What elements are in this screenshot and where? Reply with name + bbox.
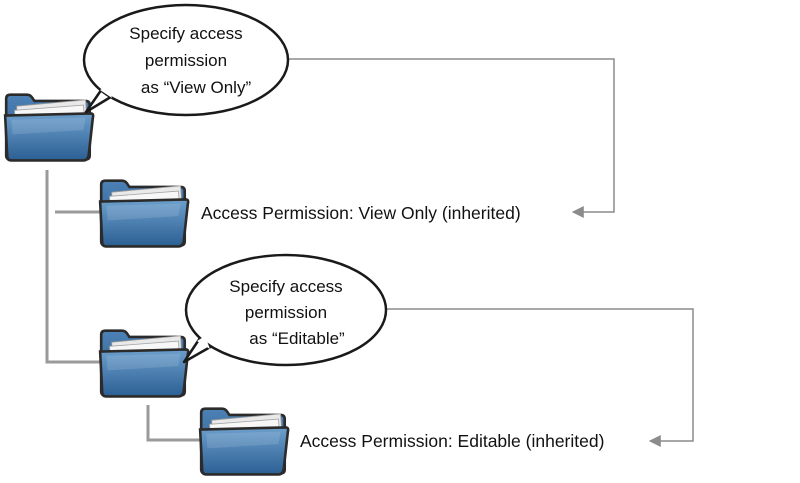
child-folder-view-only bbox=[98, 179, 190, 248]
callout-line: permission bbox=[245, 303, 327, 322]
grandchild-folder-editable bbox=[198, 407, 290, 476]
inheritance-arrows bbox=[288, 58, 694, 447]
callout-line: Specify access bbox=[129, 24, 242, 43]
tree-line-grandchild bbox=[146, 405, 200, 442]
tree-connectors bbox=[45, 170, 200, 442]
callout-view-only: Specify access permission as “View Only” bbox=[82, 3, 290, 117]
permission-label-editable: Access Permission: Editable (inherited) bbox=[300, 431, 604, 451]
speech-bubble bbox=[82, 3, 290, 117]
callout-line: Specify access bbox=[229, 277, 342, 296]
tree-line-root bbox=[45, 170, 100, 364]
arrow-editable bbox=[387, 308, 694, 447]
callout-line: as “Editable” bbox=[249, 329, 345, 348]
arrow-view-only bbox=[288, 58, 615, 218]
callout-editable: Specify access permission as “Editable” bbox=[182, 253, 388, 367]
speech-bubble bbox=[184, 253, 388, 367]
child-folder-editable bbox=[98, 329, 190, 398]
folder-icon bbox=[98, 329, 190, 398]
root-folder bbox=[3, 93, 95, 162]
folder-icon bbox=[98, 179, 190, 248]
folder-icon bbox=[3, 93, 95, 162]
permission-label-view-only: Access Permission: View Only (inherited) bbox=[201, 203, 521, 223]
callout-line: as “View Only” bbox=[141, 78, 252, 97]
callout-line: permission bbox=[145, 51, 227, 70]
folder-icon bbox=[198, 407, 290, 476]
